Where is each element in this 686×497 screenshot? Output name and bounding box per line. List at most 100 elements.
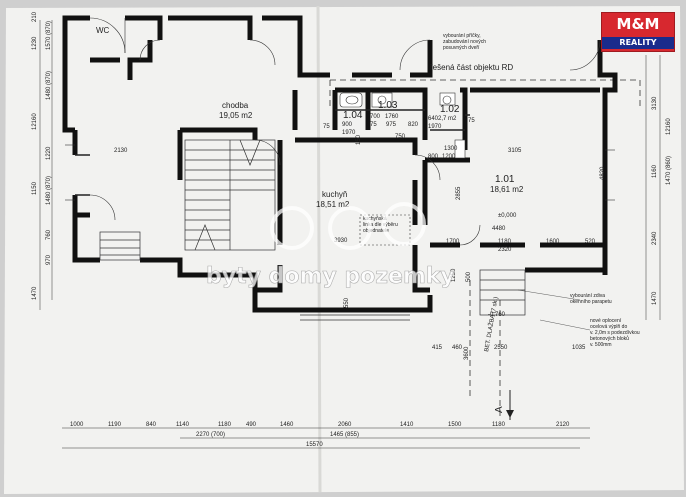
svg-text:objednatele: objednatele (363, 228, 389, 234)
svg-text:1760: 1760 (385, 114, 399, 120)
room-area-kuchyn: 18,51 m2 (316, 200, 350, 209)
svg-text:4480: 4480 (492, 226, 506, 232)
svg-text:210: 210 (32, 11, 38, 22)
windows (65, 144, 615, 201)
svg-text:1570 (870): 1570 (870) (46, 21, 52, 50)
svg-text:1410: 1410 (400, 422, 414, 428)
svg-text:12160: 12160 (32, 113, 38, 130)
svg-text:ocelová výplň do: ocelová výplň do (590, 324, 627, 330)
logo-sub-text: REALITY (602, 37, 674, 49)
svg-text:betonových bloků: betonových bloků (590, 335, 629, 342)
svg-text:řešená část objektu RD: řešená část objektu RD (430, 63, 513, 72)
svg-text:posuvných dveří: posuvných dveří (443, 45, 480, 51)
room-number-102: 1.02 (440, 104, 460, 115)
svg-text:v. 500mm: v. 500mm (590, 342, 612, 348)
svg-text:nové oplocení: nové oplocení (590, 318, 622, 324)
svg-text:1150: 1150 (32, 181, 38, 195)
svg-text:1500: 1500 (448, 422, 462, 428)
svg-text:A: A (494, 406, 505, 413)
svg-text:1970: 1970 (342, 130, 356, 136)
doors (89, 17, 601, 246)
svg-text:3600: 3600 (464, 346, 470, 360)
svg-text:1250: 1250 (451, 268, 457, 282)
room-area-102: 2,7 m2 (438, 116, 457, 122)
svg-text:2855: 2855 (456, 186, 462, 200)
svg-text:v. 2,0m s podezdívkou: v. 2,0m s podezdívkou (590, 330, 640, 336)
thin-walls (75, 109, 470, 196)
svg-text:640: 640 (428, 116, 439, 122)
svg-text:550: 550 (344, 297, 350, 308)
svg-text:1220: 1220 (46, 146, 52, 160)
svg-text:2060: 2060 (338, 422, 352, 428)
svg-text:1480 (870): 1480 (870) (46, 176, 52, 205)
svg-text:520: 520 (585, 239, 596, 245)
svg-text:1180: 1180 (492, 422, 506, 428)
brand-logo: M&M REALITY (601, 12, 675, 52)
svg-text:2340: 2340 (652, 231, 658, 245)
svg-text:12160: 12160 (666, 118, 672, 135)
svg-text:975: 975 (386, 122, 397, 128)
svg-text:-0,760: -0,760 (488, 312, 506, 318)
svg-text:3930: 3930 (334, 238, 348, 244)
svg-text:1700: 1700 (446, 239, 460, 245)
room-area-chodba: 19,05 m2 (219, 111, 253, 120)
watermark: byty domy pozemky (206, 202, 455, 289)
svg-text:1470: 1470 (652, 291, 658, 305)
svg-text:1470: 1470 (32, 286, 38, 300)
svg-text:zabudování nových: zabudování nových (443, 39, 486, 45)
walls (62, 15, 618, 313)
svg-text:3130: 3130 (652, 96, 658, 110)
room-number-101: 1.01 (495, 174, 515, 185)
entry-steps (99, 231, 526, 321)
svg-text:900: 900 (342, 122, 353, 128)
svg-text:1470 (860): 1470 (860) (666, 156, 672, 185)
svg-text:1035: 1035 (572, 345, 586, 351)
svg-text:490: 490 (246, 422, 257, 428)
svg-text:700: 700 (370, 114, 381, 120)
svg-text:2130: 2130 (114, 148, 128, 154)
svg-text:1200: 1200 (442, 154, 456, 160)
logo-main-text: M&M (616, 15, 660, 33)
room-label-wc: WC (96, 26, 110, 35)
svg-text:1480 (870): 1480 (870) (46, 71, 52, 100)
svg-text:vybourání příčky,: vybourání příčky, (443, 33, 481, 39)
interior-dimensions: 2130 3930 3105 4820 1700 1180 2320 1600 … (114, 114, 606, 360)
svg-text:1600: 1600 (546, 239, 560, 245)
svg-text:2120: 2120 (556, 422, 570, 428)
svg-text:1180: 1180 (218, 422, 232, 428)
svg-text:3105: 3105 (508, 148, 522, 154)
svg-text:1160: 1160 (652, 164, 658, 178)
bottom-dimensions: 1000 1190 840 1140 1180 490 1460 2060 14… (70, 422, 570, 448)
svg-text:2550: 2550 (494, 345, 508, 351)
svg-text:1300: 1300 (444, 146, 458, 152)
right-dimensions: 3130 12160 1160 1470 (860) 2340 1470 (652, 96, 672, 305)
svg-text:15570: 15570 (306, 442, 323, 448)
svg-text:vybourání zdiva: vybourání zdiva (570, 293, 605, 299)
staircase (184, 139, 276, 251)
svg-text:840: 840 (146, 422, 157, 428)
svg-text:750: 750 (395, 134, 406, 140)
svg-text:±0,000: ±0,000 (498, 213, 517, 219)
svg-text:kuchyňská: kuchyňská (363, 216, 387, 222)
section-marker[interactable]: A (494, 390, 514, 420)
svg-text:1000: 1000 (70, 422, 84, 428)
svg-text:2270 (700): 2270 (700) (196, 432, 225, 438)
room-name-kuchyn: kuchyň (322, 190, 347, 199)
svg-text:1465 (855): 1465 (855) (330, 432, 359, 438)
svg-text:760: 760 (46, 229, 52, 240)
section-boundary (329, 79, 641, 420)
room-name-chodba: chodba (222, 101, 249, 110)
svg-text:500: 500 (466, 271, 472, 282)
svg-text:4820: 4820 (600, 166, 606, 180)
room-number-103: 1.03 (378, 100, 398, 111)
svg-text:linka dle výběru: linka dle výběru (363, 222, 398, 228)
svg-text:1190: 1190 (108, 422, 122, 428)
svg-text:75: 75 (323, 124, 330, 130)
svg-text:800: 800 (428, 154, 439, 160)
svg-text:415: 415 (432, 345, 443, 351)
svg-text:75: 75 (370, 122, 377, 128)
svg-text:1970: 1970 (428, 124, 442, 130)
svg-text:2320: 2320 (498, 247, 512, 253)
